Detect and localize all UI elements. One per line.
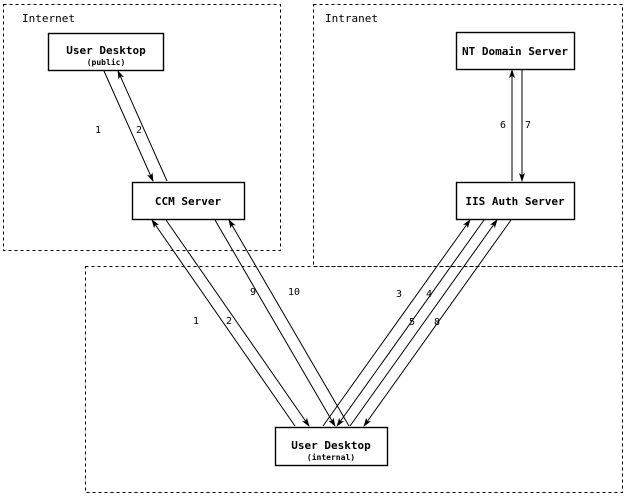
- zone-intranet-border: [313, 4, 623, 267]
- node-user-desktop-public[interactable]: User Desktop (public): [47, 32, 165, 72]
- zone-intranet-label: Intranet: [325, 12, 378, 25]
- flow-internal-desktop-to-ccm-1: [151, 219, 296, 427]
- node-ccm-server-title: CCM Server: [155, 195, 222, 208]
- flow-internal-desktop-to-ccm-10: [228, 219, 350, 427]
- node-ccm-server-box[interactable]: [131, 181, 246, 221]
- node-iis-auth-server-box[interactable]: [455, 181, 576, 221]
- step-label-2-public: 2: [136, 125, 142, 136]
- node-nt-domain-server-box[interactable]: [455, 31, 576, 71]
- flow-line-8: [363, 219, 512, 427]
- flow-line-10: [228, 219, 350, 427]
- zone-internal-lan-border: [85, 266, 623, 493]
- node-user-desktop-internal-box[interactable]: [274, 426, 389, 467]
- flow-line-4: [336, 219, 485, 427]
- step-label-3: 3: [396, 289, 402, 300]
- flow-line-3: [322, 219, 471, 427]
- step-label-1-internal: 1: [193, 316, 199, 327]
- step-label-5: 5: [409, 317, 415, 328]
- zone-internal-lan: [85, 266, 623, 493]
- node-user-desktop-internal[interactable]: User Desktop (internal): [274, 426, 389, 467]
- node-nt-domain-server-title: NT Domain Server: [462, 45, 568, 58]
- flow-line-1-public: [103, 70, 154, 182]
- flow-ccm-to-public-desktop: [117, 70, 168, 182]
- zone-intranet: Intranet: [313, 4, 623, 267]
- step-label-4: 4: [426, 289, 432, 300]
- node-iis-auth-server[interactable]: IIS Auth Server: [455, 181, 576, 221]
- node-iis-auth-server-title: IIS Auth Server: [465, 195, 565, 208]
- step-label-10: 10: [288, 287, 300, 298]
- flow-line-9: [214, 219, 336, 427]
- step-label-2-internal: 2: [226, 316, 232, 327]
- flow-iis-to-internal-desktop-4: [336, 219, 485, 427]
- step-label-6: 6: [500, 120, 506, 131]
- flow-internal-desktop-to-iis-5: [349, 219, 498, 427]
- step-label-1-public: 1: [95, 125, 101, 136]
- node-user-desktop-internal-title: User Desktop: [291, 439, 371, 452]
- zone-internet-border: [3, 4, 281, 251]
- node-nt-domain-server[interactable]: NT Domain Server: [455, 31, 576, 71]
- flow-line-2-internal: [165, 219, 310, 427]
- node-user-desktop-public-box[interactable]: [47, 32, 165, 72]
- node-user-desktop-public-title: User Desktop: [66, 44, 146, 57]
- node-user-desktop-internal-subtitle: (internal): [307, 452, 355, 462]
- zone-internet: Internet: [3, 4, 281, 251]
- step-labels: 1 2 6 7 9 10 1 2 3 4 5 8: [95, 120, 531, 328]
- step-label-8: 8: [434, 317, 440, 328]
- step-label-9: 9: [250, 287, 256, 298]
- node-user-desktop-public-subtitle: (public): [87, 57, 126, 67]
- flow-public-desktop-to-ccm: [103, 70, 154, 182]
- node-ccm-server[interactable]: CCM Server: [131, 181, 246, 221]
- flow-ccm-to-internal-desktop-2: [165, 219, 310, 427]
- flow-line-2-public: [117, 70, 168, 182]
- flow-ccm-to-internal-desktop-9: [214, 219, 336, 427]
- flow-internal-desktop-to-iis-3: [322, 219, 471, 427]
- flow-line-5: [349, 219, 498, 427]
- step-label-7: 7: [525, 120, 531, 131]
- flow-line-1-internal: [151, 219, 296, 427]
- flow-iis-to-internal-desktop-8: [363, 219, 512, 427]
- zone-internet-label: Internet: [22, 12, 75, 25]
